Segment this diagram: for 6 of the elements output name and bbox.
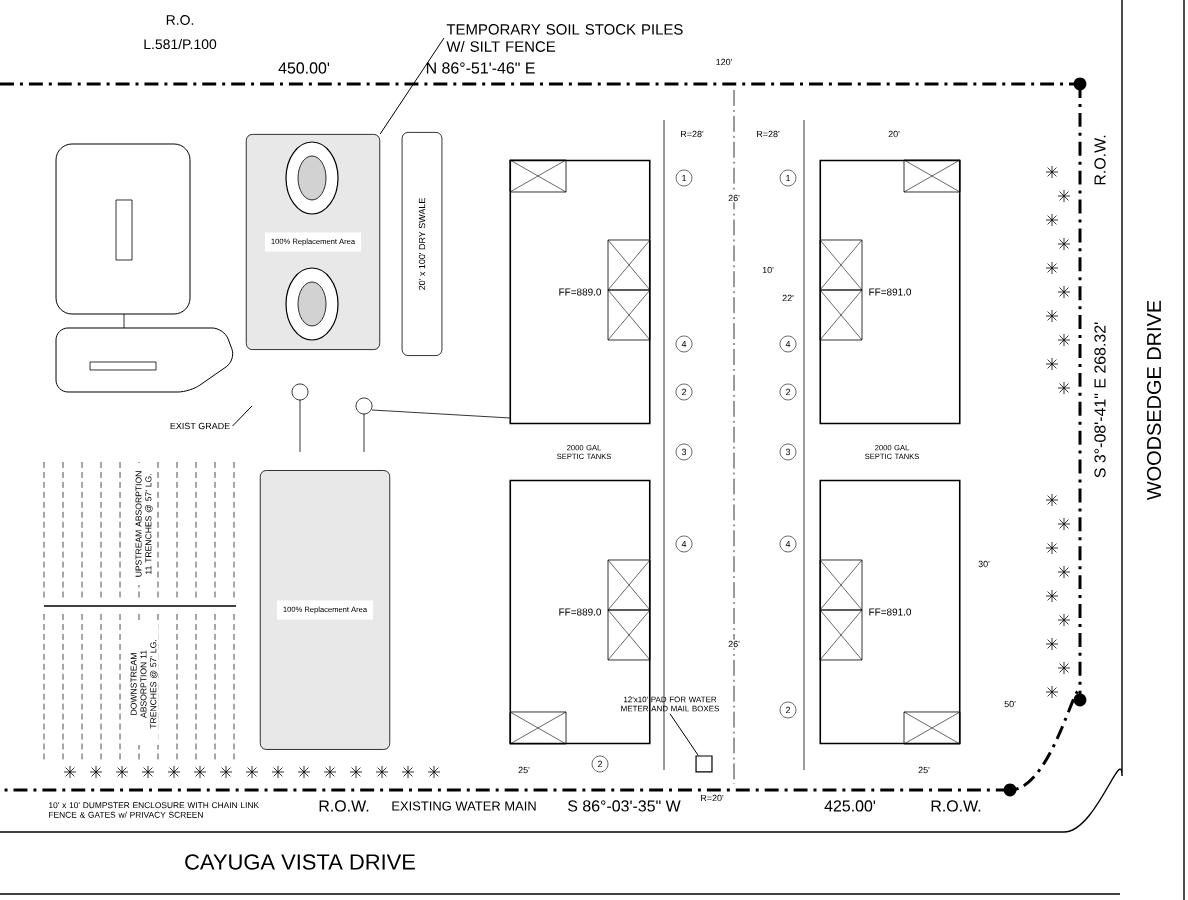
street-name: WOODSEDGE DRIVE [1146,300,1162,501]
leader-line [379,37,445,135]
pad-box [695,755,713,773]
leader-line [669,713,699,756]
leader-line [232,405,253,427]
street-name: CAYUGA VISTA DRIVE [185,854,415,870]
